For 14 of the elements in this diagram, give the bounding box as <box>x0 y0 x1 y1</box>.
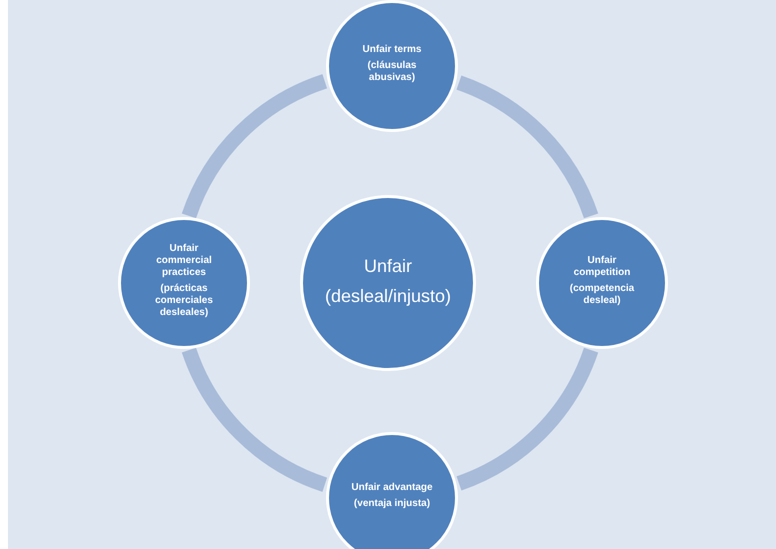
concept-translation: (competencia desleal) <box>568 283 636 307</box>
concept-translation: (ventaja injusta) <box>352 498 432 510</box>
concept-term: Unfair <box>362 255 413 278</box>
concept-term: Unfair competition <box>572 255 632 279</box>
ring-connector <box>182 74 328 219</box>
concept-term: Unfair terms <box>362 44 422 56</box>
ring-connector <box>456 347 598 490</box>
ring-connector <box>456 76 598 219</box>
concept-term: Unfair advantage <box>350 482 434 494</box>
concept-translation: (cláusulas abusivas) <box>366 60 418 84</box>
ring-connector <box>182 347 328 492</box>
concept-translation: (desleal/injusto) <box>324 285 452 308</box>
concept-term: Unfair commercial practices <box>155 243 213 279</box>
concept-translation: (prácticas comerciales desleales) <box>154 283 214 319</box>
